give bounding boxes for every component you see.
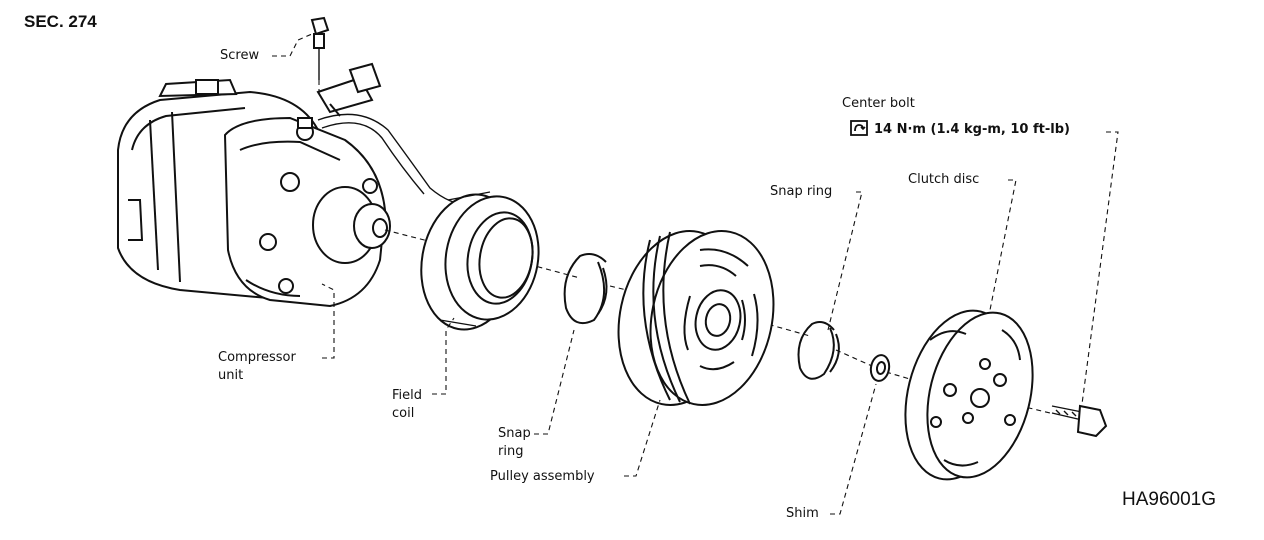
callout-pulley-assembly: Pulley assembly xyxy=(490,469,595,484)
callout-snap-ring-right: Snap ring xyxy=(770,184,833,199)
callout-snap-ring-left-line1: Snap xyxy=(498,426,531,441)
torque-wrench-icon xyxy=(850,120,868,136)
callout-screw: Screw xyxy=(220,48,260,63)
compressor-unit-drawing xyxy=(117,62,471,308)
callout-compressor-line1: Compressor xyxy=(218,350,296,365)
shim-drawing xyxy=(869,354,891,382)
torque-spec-text: 14 N·m (1.4 kg-m, 10 ft-lb) xyxy=(874,122,1070,137)
figure-id: HA96001G xyxy=(1122,489,1217,510)
pulley-assembly-drawing xyxy=(617,230,775,406)
torque-spec-row: 14 N·m (1.4 kg-m, 10 ft-lb) xyxy=(850,120,1070,137)
callout-center-bolt: Center bolt xyxy=(842,96,915,111)
callout-field-coil-line2: coil xyxy=(392,406,415,421)
snap-ring-left-drawing xyxy=(563,253,608,324)
callout-snap-ring-left-line2: ring xyxy=(498,444,524,459)
snap-ring-right-drawing xyxy=(797,321,840,380)
callout-field-coil-line1: Field xyxy=(392,388,423,403)
clutch-disc-drawing xyxy=(904,309,1034,481)
screw-drawing xyxy=(310,16,330,96)
field-coil-drawing xyxy=(420,191,540,331)
callout-shim: Shim xyxy=(786,506,819,521)
callout-clutch-disc: Clutch disc xyxy=(908,172,980,187)
center-bolt-drawing xyxy=(1051,404,1108,438)
callout-compressor-line2: unit xyxy=(218,368,244,383)
section-label: SEC. 274 xyxy=(24,12,97,31)
